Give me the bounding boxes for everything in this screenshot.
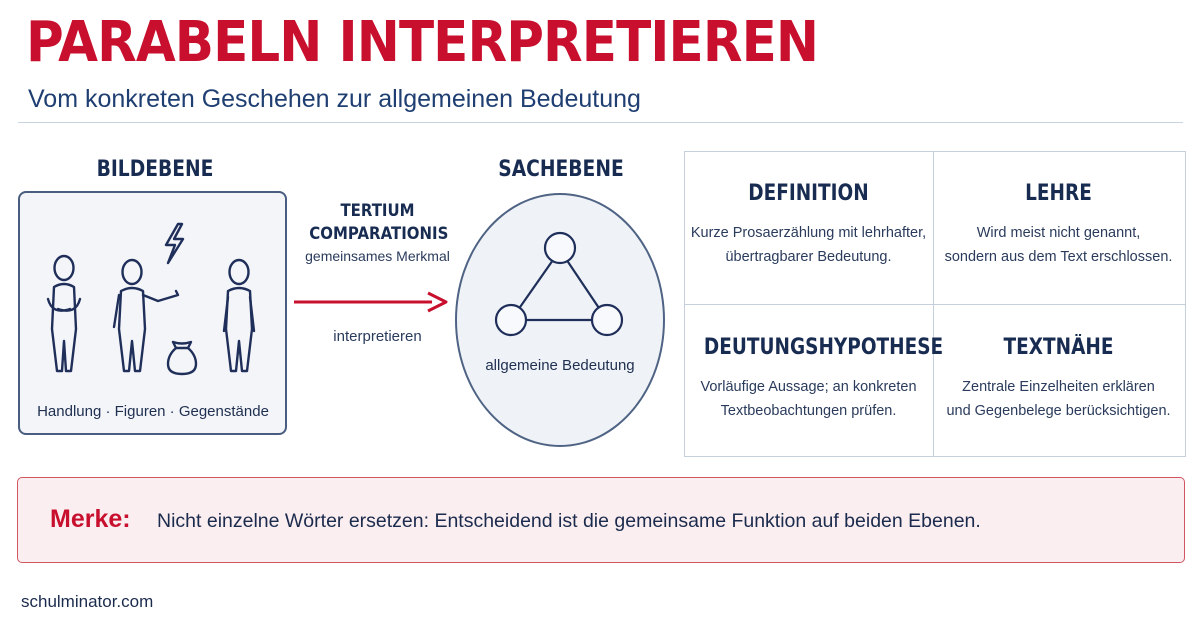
tertium-subtitle: gemeinsames Merkmal xyxy=(305,248,450,264)
money-bag-icon xyxy=(166,340,198,376)
bildebene-title: BILDEBENE xyxy=(96,157,214,182)
sachebene-caption: allgemeine Bedeutung xyxy=(485,357,635,374)
cell-text: Vorläufige Aussage; an konkreten Textbeo… xyxy=(700,379,917,419)
footer-site: schulminator.com xyxy=(21,592,154,611)
interpret-arrow xyxy=(294,291,448,313)
triangle-network-icon xyxy=(494,231,624,337)
page-subtitle: Vom konkreten Geschehen zur allgemeinen … xyxy=(28,85,641,113)
lightning-icon xyxy=(164,222,185,265)
grid-cell-deutungshypothese: DEUTUNGSHYPOTHESE Vorläufige Aussage; an… xyxy=(684,334,944,423)
grid-cell-lehre: LEHRE Wird meist nicht genannt, sondern … xyxy=(934,180,1183,269)
cell-title: DEUTUNGSHYPOTHESE xyxy=(703,335,944,360)
grid-divider-horizontal xyxy=(684,304,1186,305)
bildebene-caption: Handlung · Figuren · Gegenstände xyxy=(37,403,269,420)
cell-text: Kurze Prosaerzählung mit lehrhafter, übe… xyxy=(690,225,927,265)
cell-title: LEHRE xyxy=(1025,181,1092,206)
merke-box xyxy=(17,477,1185,563)
cell-title: TEXTNÄHE xyxy=(1003,335,1114,360)
tertium-title: TERTIUM COMPARATIONIS xyxy=(309,201,449,244)
grid-cell-textnaehe: TEXTNÄHE Zentrale Einzelheiten erklären … xyxy=(934,334,1183,423)
person-pointing-icon xyxy=(112,258,180,373)
person-arms-crossed-icon xyxy=(46,254,82,373)
merke-text: Nicht einzelne Wörter ersetzen: Entschei… xyxy=(157,510,981,532)
person-standing-icon xyxy=(222,258,256,373)
bildebene-box xyxy=(18,191,287,435)
merke-label: Merke: xyxy=(50,505,131,533)
sachebene-title: SACHEBENE xyxy=(498,157,624,182)
cell-title: DEFINITION xyxy=(748,181,869,206)
grid-cell-definition: DEFINITION Kurze Prosaerzählung mit lehr… xyxy=(684,180,933,269)
cell-text: Wird meist nicht genannt, sondern aus de… xyxy=(944,225,1173,265)
tertium-comparationis: TERTIUM COMPARATIONIS gemeinsames Merkma… xyxy=(300,200,455,264)
page-title: PARABELN INTERPRETIEREN xyxy=(26,10,819,75)
bildebene-illustration xyxy=(46,222,256,376)
header-divider xyxy=(18,122,1183,123)
cell-text: Zentrale Einzelheiten erklären und Gegen… xyxy=(946,379,1171,419)
arrow-label: interpretieren xyxy=(333,328,422,345)
